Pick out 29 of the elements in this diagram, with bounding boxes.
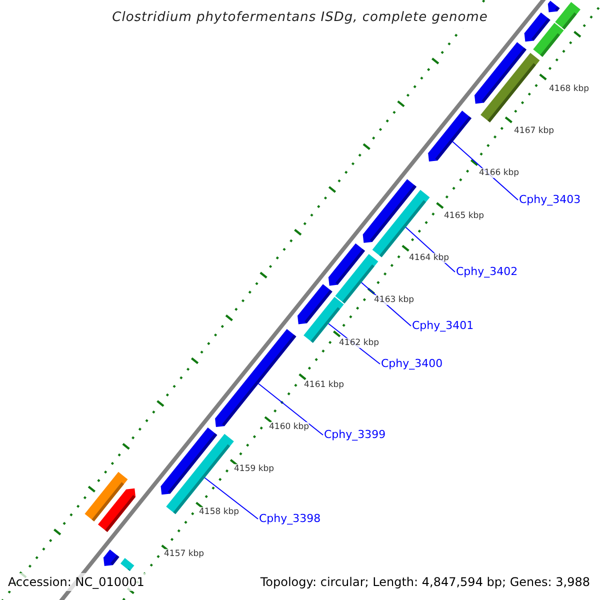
position-label: 4162 kbp (339, 338, 380, 348)
gene-label: Cphy_3398 (259, 512, 321, 526)
gene-bar (480, 52, 540, 122)
gene-label: Cphy_3403 (519, 193, 581, 207)
position-label: 4165 kbp (444, 210, 484, 221)
leader-line (204, 477, 258, 520)
position-label: 4161 kbp (304, 380, 344, 390)
position-label: 4166 kbp (479, 168, 520, 178)
gene-bar (555, 2, 580, 30)
position-label: 4167 kbp (514, 126, 554, 136)
gene-bar (84, 472, 128, 522)
gene-bar (103, 550, 120, 566)
leader-line (258, 383, 324, 436)
position-label: 4168 kbp (549, 84, 590, 94)
gene-bar (548, 0, 560, 12)
gene-label: Cphy_3402 (456, 265, 518, 279)
position-label: 4157 kbp (164, 549, 204, 559)
position-label: 4164 kbp (409, 252, 450, 263)
position-label: 4158 kbp (199, 506, 240, 517)
gene-bar (533, 22, 564, 57)
gene-bar (120, 558, 134, 572)
gene-bar (428, 110, 472, 162)
gene-label: Cphy_3401 (412, 319, 474, 333)
position-label: 4163 kbp (374, 295, 414, 306)
position-label: 4159 kbp (234, 464, 274, 474)
gene-label: Cphy_3399 (324, 428, 386, 442)
map-title: Clostridium phytofermentans ISDg, complete genome (110, 8, 490, 28)
position-label: 4160 kbp (269, 422, 310, 432)
gene-label: Cphy_3400 (381, 357, 443, 371)
